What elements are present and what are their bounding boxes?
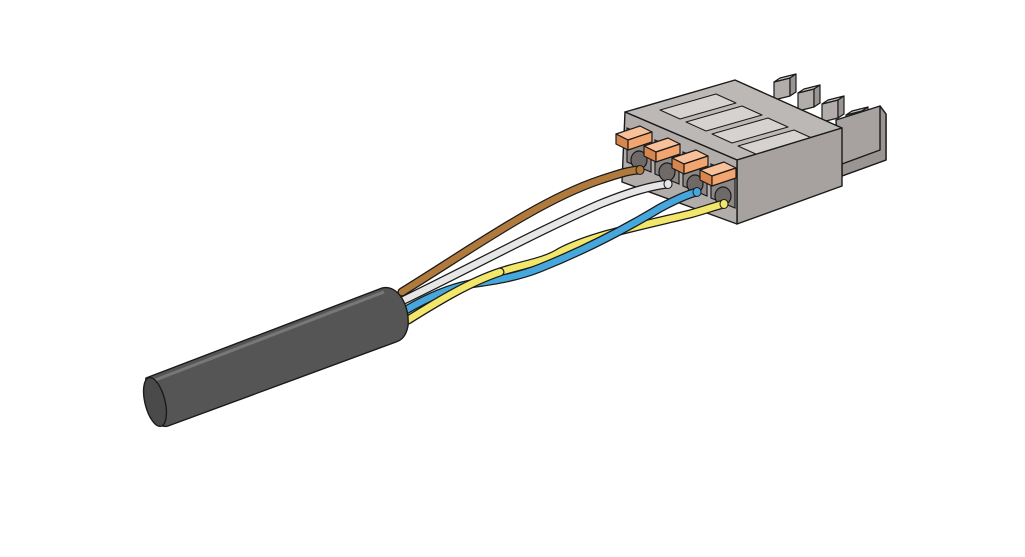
wire-brown bbox=[397, 165, 645, 297]
release-levers bbox=[615, 125, 737, 187]
wire-end-brown bbox=[635, 165, 645, 175]
wire-ends bbox=[635, 165, 729, 209]
release-lever-2 bbox=[643, 137, 681, 163]
cable-jacket-body bbox=[144, 286, 409, 427]
wire-yellow-front-segment bbox=[403, 267, 505, 325]
wire-white bbox=[399, 179, 673, 305]
wires bbox=[397, 165, 729, 325]
rear-pin-1 bbox=[773, 73, 797, 101]
cable-jacket bbox=[142, 286, 409, 428]
release-lever-3 bbox=[671, 149, 709, 175]
wire-end-yellow bbox=[719, 199, 729, 209]
cable-jacket-end bbox=[142, 376, 168, 428]
wire-end-white bbox=[663, 179, 673, 189]
release-lever-4 bbox=[699, 161, 737, 187]
wire-end-blue bbox=[692, 187, 702, 197]
release-lever-1 bbox=[615, 125, 653, 151]
housing-top-ridges bbox=[659, 93, 815, 156]
rear-pin-2 bbox=[797, 84, 821, 112]
rear-pin-3 bbox=[821, 95, 845, 123]
